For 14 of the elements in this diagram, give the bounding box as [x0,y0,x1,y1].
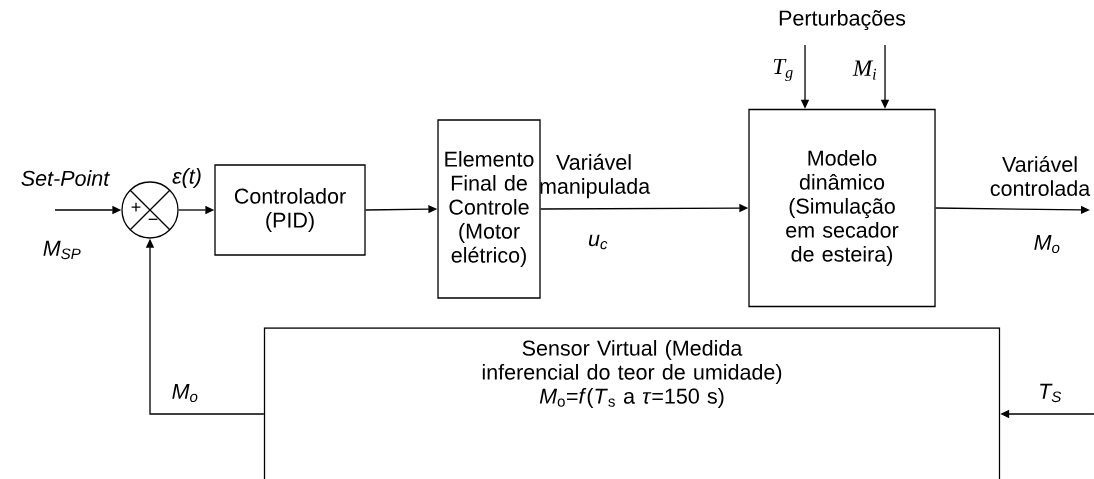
signal-label: M$_{SP}$ [43,240,81,260]
edge-label: T$_{g}$ [773,58,793,82]
signal-label: u$_{c}$ [588,234,608,250]
edge-label: M$_{i}$ [852,60,877,80]
edge-label: M$_{o}$ [172,384,198,402]
process-box: Modelo dinâmico (Simulação em secador de esteira) [748,108,936,308]
signal-label: M$_{o}$ [1034,235,1060,253]
heading-text: Perturbações [779,9,906,31]
process-box: Sensor Virtual (Medida inferencial do teor de umidade) M$_{o}$=f(T$_{s}$ a τ=150 s) [263,327,1001,479]
process-box: Elemento Final de Controle (Motor elétrico) [437,119,541,299]
process-box: Controlador (PID) [214,164,366,256]
edge-label: Variável controlada [990,155,1091,196]
edge-label: T$_{S}$ [1040,383,1062,403]
edge-label: Set-Point [21,170,110,186]
